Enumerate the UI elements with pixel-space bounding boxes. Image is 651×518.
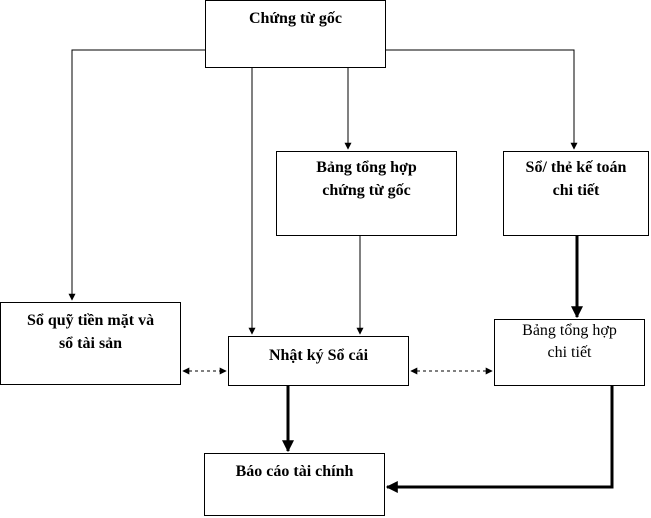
- node-so-the-ke-toan-chi-tiet: Sổ/ thẻ kế toán chi tiết: [503, 151, 649, 236]
- node-label: Chứng từ gốc: [249, 10, 342, 27]
- node-so-quy-tien-mat: Sổ quỹ tiền mặt và sổ tài sản: [0, 302, 181, 385]
- node-label: sổ tài sản: [58, 335, 123, 352]
- node-label: Nhật ký Sổ cái: [268, 347, 369, 364]
- edge-bang-tong-hop-ct-to-bao-cao: [385, 386, 614, 493]
- node-nhat-ky-so-cai: Nhật ký Sổ cái: [228, 336, 409, 386]
- node-label: Bảng tổng hợp: [316, 159, 417, 176]
- node-label: Sổ quỹ tiền mặt và: [26, 312, 155, 329]
- node-label: chi tiết: [552, 182, 600, 199]
- node-label: chứng từ gốc: [322, 182, 411, 199]
- node-chung-tu-goc: Chứng từ gốc: [205, 0, 386, 68]
- edge-chung-tu-goc-to-so-the: [386, 49, 578, 150]
- node-bao-cao-tai-chinh: Báo cáo tài chính: [204, 453, 385, 516]
- node-label: chi tiết: [547, 344, 592, 361]
- edge-chung-tu-goc-to-so-quy: [68, 49, 205, 301]
- node-bang-tong-hop-chung-tu-goc: Bảng tổng hợp chứng từ gốc: [276, 151, 457, 236]
- node-label: Sổ/ thẻ kế toán: [525, 159, 627, 176]
- node-label: Bảng tổng hợp: [522, 322, 617, 339]
- node-bang-tong-hop-chi-tiet: Bảng tổng hợp chi tiết: [494, 319, 645, 386]
- node-label: Báo cáo tài chính: [235, 463, 354, 480]
